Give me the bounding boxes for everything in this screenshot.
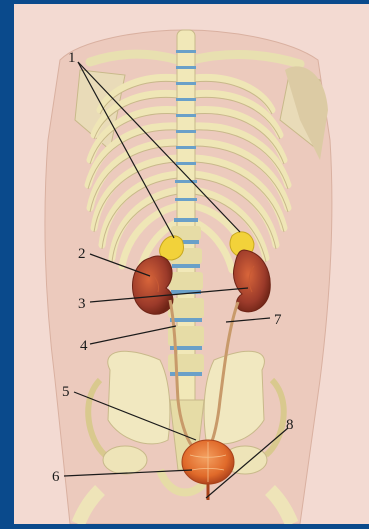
label-3: 3 [78, 296, 86, 312]
label-6: 6 [52, 469, 60, 485]
label-7: 7 [274, 312, 282, 328]
label-4: 4 [80, 338, 88, 354]
label-8: 8 [286, 417, 294, 433]
label-2: 2 [78, 246, 86, 262]
label-1: 1 [68, 50, 76, 66]
label-5: 5 [62, 384, 70, 400]
